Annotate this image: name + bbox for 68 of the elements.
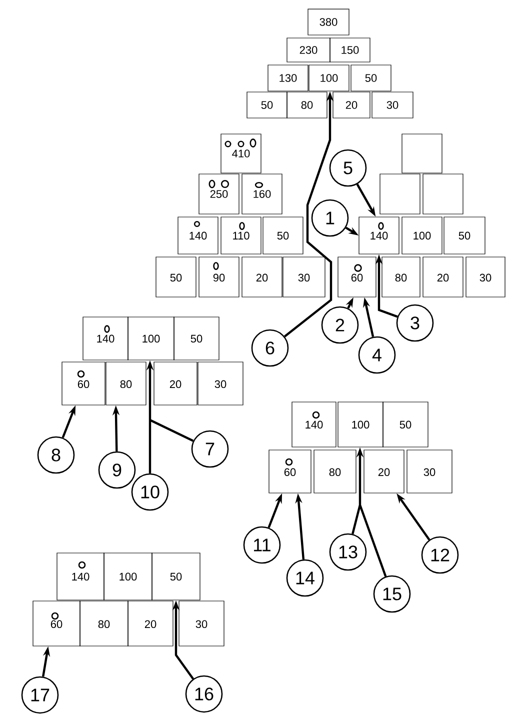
callout-number: 5 [329, 149, 367, 187]
number-box: 90 [198, 256, 240, 298]
empty-box [422, 174, 464, 214]
number-box: 380 [308, 8, 350, 36]
callout-number: 3 [396, 304, 434, 342]
number-box: 60 [338, 256, 376, 298]
number-box: 30 [282, 256, 326, 298]
number-box: 20 [128, 600, 174, 646]
number-box: 160 [242, 174, 282, 214]
number-box: 80 [80, 600, 128, 646]
callout-number: 8 [37, 436, 75, 474]
number-box: 20 [332, 92, 370, 118]
number-box: 60 [62, 362, 106, 406]
callout-number: 2 [321, 306, 359, 344]
callout-number: 15 [373, 575, 411, 613]
number-box: 50 [156, 256, 196, 298]
number-box: 150 [330, 38, 370, 62]
empty-box [380, 174, 420, 214]
callout-number: 12 [421, 536, 459, 574]
number-box: 140 [56, 552, 104, 600]
number-box: 50 [444, 216, 486, 254]
number-box: 20 [422, 256, 464, 298]
number-box: 140 [358, 216, 400, 254]
number-box: 50 [382, 402, 428, 448]
number-box: 80 [286, 92, 328, 118]
number-box: 100 [128, 316, 174, 360]
number-box: 140 [82, 316, 128, 360]
number-box: 30 [198, 362, 244, 406]
callout-number: 11 [243, 526, 281, 564]
number-box: 130 [268, 64, 308, 92]
callout-number: 6 [251, 329, 289, 367]
number-box: 30 [372, 92, 414, 118]
number-box: 100 [308, 64, 350, 92]
number-box: 30 [406, 450, 452, 494]
number-box: 410 [220, 134, 262, 174]
number-box: 80 [106, 362, 146, 406]
number-box: 50 [246, 92, 288, 118]
callout-number: 17 [21, 676, 59, 714]
number-box: 250 [198, 174, 240, 214]
callout-number: 16 [185, 675, 223, 713]
number-box: 20 [154, 362, 198, 406]
number-box: 60 [32, 600, 80, 646]
callout-number: 9 [98, 451, 136, 489]
number-box: 110 [220, 216, 262, 254]
number-box: 30 [178, 600, 224, 646]
number-box: 80 [382, 256, 420, 298]
callout-number: 7 [191, 430, 229, 468]
number-box: 20 [242, 256, 282, 298]
number-box: 50 [152, 552, 200, 600]
number-box: 20 [364, 450, 404, 494]
number-box: 140 [292, 402, 336, 448]
callout-number: 10 [131, 473, 169, 511]
number-box: 100 [402, 216, 442, 254]
number-box: 30 [466, 256, 506, 298]
number-box: 50 [174, 316, 220, 360]
number-box: 80 [314, 450, 356, 494]
number-box: 140 [178, 216, 218, 254]
number-box: 100 [104, 552, 152, 600]
number-box: 60 [268, 450, 312, 494]
callout-number: 13 [329, 533, 367, 571]
number-box: 100 [338, 402, 384, 448]
callout-number: 4 [358, 336, 396, 374]
number-box: 50 [262, 216, 304, 254]
callout-number: 14 [286, 559, 324, 597]
number-box: 230 [286, 38, 330, 62]
callout-number: 1 [311, 199, 349, 237]
number-box: 50 [350, 64, 392, 92]
empty-box [402, 134, 442, 174]
